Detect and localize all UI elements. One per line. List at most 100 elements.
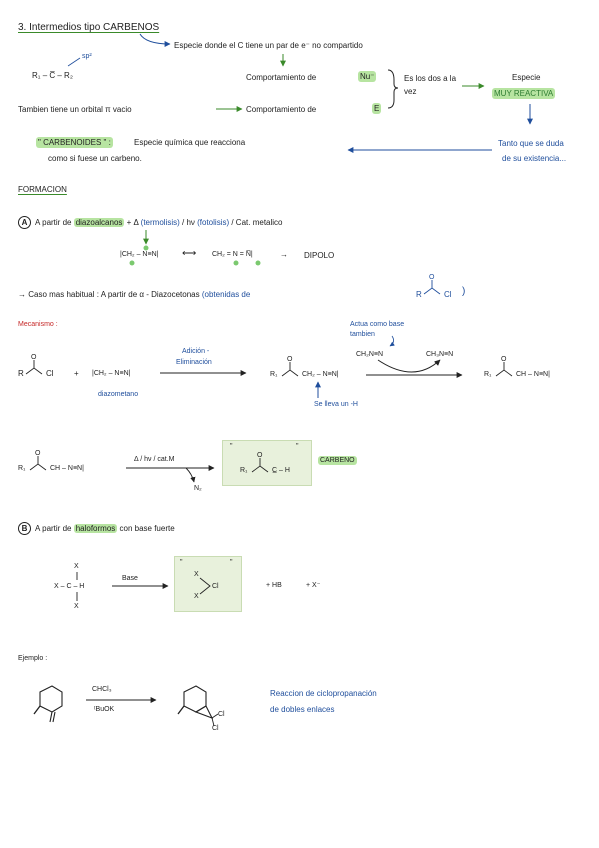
mech-prod1-R: R₁	[270, 371, 278, 378]
mech-prod1-chain: CH₂ – N≡N|	[302, 371, 339, 378]
mech-base: CH₂N≡N	[356, 351, 384, 358]
cat-label: / Cat. metalico	[229, 218, 283, 227]
brace	[387, 69, 399, 109]
mech-prod2-bonds	[495, 362, 513, 377]
ejemplo-label: Ejemplo :	[18, 655, 48, 662]
point-a-marker: A	[18, 216, 31, 229]
halo-x-bot: X	[74, 603, 79, 610]
carbeno-label: CARBENO	[318, 456, 357, 465]
carb-CH: C̲ – H	[272, 467, 290, 474]
reagent-tbuok: ᵗBuOK	[94, 706, 115, 713]
halo-quote-open: "	[180, 559, 183, 566]
mech-curved-arrow	[377, 359, 441, 373]
carb-left: CH – N≡N|	[50, 465, 84, 472]
carb-quote-close: "	[296, 443, 299, 450]
cl-bond-2	[211, 717, 215, 727]
point-a-pre: A partir de	[35, 218, 72, 227]
e-symbol: E	[372, 103, 382, 114]
base-note-arrow	[389, 335, 395, 347]
halo-carbene-bonds	[199, 577, 211, 595]
mech-prod1-bonds	[281, 362, 299, 377]
halo-quote-close: "	[230, 559, 233, 566]
caso-close: )	[462, 286, 466, 297]
charge-dot-plus	[143, 245, 149, 251]
carb-n2: N₂	[194, 485, 202, 492]
point-a-highlight: diazoalcanos	[73, 218, 125, 227]
elimination-label: Eliminación	[176, 359, 212, 366]
base-note-1: Actua como base	[350, 321, 405, 328]
carbene-formula: R₁ – C̅ – R₂	[32, 71, 73, 80]
nu-behaviour-label: Comportamiento de	[246, 73, 317, 82]
section-title: 3. Intermedios tipo CARBENOS	[18, 22, 159, 33]
definition-arrow	[139, 33, 171, 47]
caso-R: R	[416, 290, 422, 299]
point-a-cond: + Δ	[126, 218, 141, 227]
point-b-pre: A partir de	[35, 524, 72, 533]
halo-x1: X	[194, 571, 199, 578]
carbenoides-text-2: como si fuese un carbeno.	[48, 154, 142, 163]
point-b-marker: B	[18, 522, 31, 535]
addition-label: Adición -	[182, 348, 210, 355]
sp2-pointer	[67, 57, 81, 67]
halo-mid: X – C – H	[54, 583, 85, 590]
halo-x2: X	[194, 593, 199, 600]
point-b-highlight: haloformos	[73, 524, 118, 533]
methylenecyclohexane-ring	[39, 685, 63, 713]
section-title-text: 3. Intermedios tipo CARBENOS	[18, 22, 160, 33]
nu-symbol: Nu⁻	[358, 71, 377, 82]
exo-double-bond-2	[52, 711, 56, 723]
e-behaviour-label: Comportamiento de	[246, 105, 317, 114]
fotolisis-label: (fotolisis)	[197, 218, 230, 227]
caso-habitual-text: → Caso mas habitual : A partir de α - Di…	[18, 290, 200, 299]
mech-prod2-R: R₁	[484, 371, 492, 378]
diazo-left: |CH₂ – N≡N|	[120, 251, 159, 258]
carbenoides-text: Especie química que reacciona	[134, 138, 246, 147]
especie-label: Especie	[512, 73, 541, 82]
resonance-arrow: ⟷	[182, 248, 197, 259]
mech-acyl-o: O	[31, 354, 37, 361]
caso-Cl: Cl	[444, 290, 452, 299]
carb-R2: R₁	[240, 467, 248, 474]
halo-cl: Cl	[212, 583, 219, 590]
duda-label: Tanto que se duda	[498, 139, 564, 148]
duda-label-2: de su existencia...	[502, 154, 567, 163]
muy-reactiva-label: MUY REACTIVA	[492, 88, 556, 99]
cl-bond-1	[211, 713, 219, 719]
product-cl-2: Cl	[212, 725, 219, 732]
carb-left-o: O	[35, 450, 41, 457]
mech-conj-acid: CH₃N≡N	[426, 351, 454, 358]
halo-x-top: X	[74, 563, 79, 570]
point-b-post: con base fuerte	[119, 524, 175, 533]
charge-dot-nu	[129, 260, 135, 266]
product-cl-1: Cl	[218, 711, 225, 718]
acyl-chloride-bonds	[423, 280, 441, 295]
ejemplo-note-2: de dobles enlaces	[270, 705, 335, 714]
carb-right-o: O	[257, 452, 263, 459]
carb-quote-open: "	[230, 443, 233, 450]
formacion-heading: FORMACION	[18, 185, 67, 194]
diazo-right: CH₂ = N = N̅|	[212, 251, 253, 258]
orbital-label: Tambien tiene un orbital π vacio	[18, 105, 132, 114]
selleva-label: Se lleva un -H	[314, 401, 358, 408]
caso-habitual: → Caso mas habitual : A partir de α - Di…	[18, 289, 250, 300]
mech-R: R	[18, 369, 24, 378]
halo-x-minus: + X⁻	[306, 582, 321, 589]
carb-right-bonds	[251, 458, 269, 473]
mech-Cl: Cl	[46, 369, 54, 378]
mech-plus: +	[74, 369, 79, 378]
hv-label: / hν	[179, 218, 198, 227]
caso-obtenidas: (obtenidas de	[201, 290, 251, 299]
charge-dot-r1	[233, 260, 239, 266]
ejemplo-note-1: Reaccion de ciclopropanación	[270, 689, 377, 698]
exo-double-bond-1	[49, 711, 53, 723]
charge-dot-r2	[255, 260, 261, 266]
both-label: Es los dos a la vez	[404, 74, 457, 96]
mech-acyl-bonds	[25, 360, 43, 375]
carb-n2-arrow	[185, 467, 196, 483]
cyclopropane-ring	[194, 705, 214, 720]
mech-prod2-chain: CH – N≡N|	[516, 371, 550, 378]
sp2-label: sp²	[82, 53, 92, 60]
mech-diazomethane: |CH₂ – N≡N|	[92, 370, 131, 377]
dipolo-arrow: →	[280, 250, 288, 259]
